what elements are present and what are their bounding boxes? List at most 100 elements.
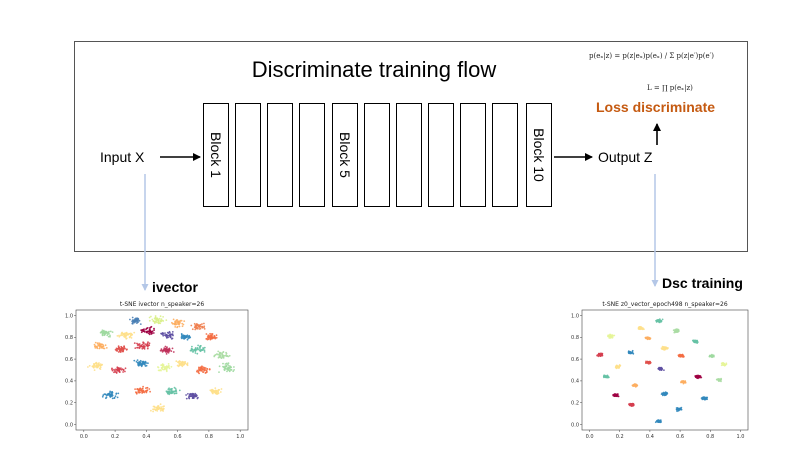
speaker-cluster bbox=[190, 322, 206, 331]
scatter-point bbox=[192, 396, 194, 398]
x-tick-label: 1.0 bbox=[736, 434, 744, 440]
scatter-point bbox=[189, 349, 192, 352]
scatter-point bbox=[161, 363, 164, 365]
scatter-point bbox=[111, 397, 114, 400]
scatter-point bbox=[108, 330, 110, 333]
scatter-point bbox=[139, 362, 142, 365]
scatter-point bbox=[152, 408, 154, 411]
speaker-cluster bbox=[150, 403, 165, 413]
scatter-point bbox=[168, 331, 171, 334]
scatter-point bbox=[684, 380, 687, 382]
scatter-point bbox=[101, 363, 104, 366]
scatter-point bbox=[156, 410, 159, 412]
scatter-point bbox=[208, 368, 211, 371]
scatter-point bbox=[150, 315, 152, 318]
scatter-point bbox=[93, 369, 96, 371]
scatter-point bbox=[122, 371, 124, 373]
scatter-point bbox=[140, 329, 143, 332]
speaker-cluster bbox=[645, 360, 652, 365]
speaker-cluster bbox=[637, 325, 645, 331]
scatter-point bbox=[205, 371, 208, 374]
scatter-point bbox=[189, 336, 192, 339]
scatter-point bbox=[153, 321, 156, 323]
scatter-point bbox=[162, 320, 165, 322]
scatter-point bbox=[180, 363, 183, 366]
scatter-point bbox=[198, 367, 200, 370]
speaker-cluster bbox=[101, 390, 120, 400]
dsc-tsne-plot: t-SNE z0_vector_epoch498 n_speaker=260.0… bbox=[566, 298, 751, 446]
scatter-point bbox=[643, 328, 645, 331]
scatter-point bbox=[125, 337, 128, 340]
speaker-cluster bbox=[700, 396, 709, 401]
block-label: Block 1 bbox=[208, 132, 224, 178]
scatter-point bbox=[597, 355, 600, 358]
scatter-point bbox=[631, 351, 634, 353]
scatter-point bbox=[191, 345, 193, 348]
scatter-point bbox=[96, 364, 98, 366]
scatter-point bbox=[171, 331, 174, 333]
scatter-point bbox=[201, 323, 203, 325]
scatter-point bbox=[679, 356, 682, 358]
scatter-point bbox=[96, 342, 99, 345]
scatter-point bbox=[657, 420, 660, 422]
speaker-cluster bbox=[607, 333, 616, 339]
scatter-point bbox=[609, 335, 611, 337]
speaker-cluster bbox=[596, 352, 604, 358]
scatter-point bbox=[157, 320, 160, 323]
scatter-point bbox=[601, 352, 603, 355]
scatter-point bbox=[216, 353, 219, 356]
scatter-point bbox=[616, 393, 619, 395]
scatter-point bbox=[132, 321, 134, 324]
scatter-point bbox=[166, 365, 168, 368]
scatter-point bbox=[211, 337, 214, 339]
speaker-cluster bbox=[133, 359, 149, 368]
scatter-point bbox=[157, 321, 160, 324]
speaker-cluster bbox=[660, 391, 669, 397]
scatter-point bbox=[217, 392, 220, 394]
scatter-point bbox=[105, 347, 108, 349]
scatter-point bbox=[161, 408, 164, 410]
scatter-point bbox=[203, 326, 205, 329]
scatter-point bbox=[96, 346, 98, 349]
scatter-point bbox=[213, 354, 216, 357]
speaker-cluster bbox=[175, 360, 189, 368]
scatter-point bbox=[681, 354, 684, 357]
scatter-point bbox=[159, 315, 162, 318]
scatter-point bbox=[189, 393, 191, 395]
scatter-point bbox=[165, 369, 168, 371]
scatter-point bbox=[114, 395, 117, 398]
scatter-point bbox=[228, 366, 231, 369]
scatter-point bbox=[147, 345, 149, 348]
scatter-point bbox=[133, 359, 136, 362]
scatter-point bbox=[140, 389, 142, 392]
scatter-point bbox=[156, 321, 158, 324]
scatter-point bbox=[228, 354, 231, 357]
scatter-point bbox=[154, 315, 157, 317]
scatter-point bbox=[109, 334, 111, 337]
scatter-point bbox=[142, 329, 145, 331]
scatter-point bbox=[186, 363, 188, 366]
dsc-training-caption: Dsc training bbox=[662, 275, 743, 291]
speaker-cluster bbox=[628, 402, 635, 407]
scatter-point bbox=[148, 388, 151, 390]
scatter-point bbox=[148, 330, 151, 333]
scatter-point bbox=[696, 376, 699, 379]
scatter-point bbox=[169, 334, 171, 337]
scatter-point bbox=[99, 331, 102, 334]
scatter-point bbox=[634, 386, 637, 388]
speaker-cluster bbox=[602, 374, 610, 379]
scatter-point bbox=[116, 335, 119, 337]
scatter-point bbox=[92, 366, 95, 369]
scatter-point bbox=[191, 348, 194, 351]
scatter-point bbox=[105, 397, 107, 400]
scatter-point bbox=[220, 357, 223, 359]
scatter-point bbox=[176, 319, 179, 321]
scatter-point bbox=[164, 334, 167, 336]
scatter-point bbox=[139, 359, 142, 362]
scatter-point bbox=[159, 320, 162, 323]
scatter-point bbox=[130, 334, 133, 336]
scatter-point bbox=[148, 342, 151, 345]
scatter-point bbox=[673, 329, 676, 332]
scatter-point bbox=[165, 347, 168, 350]
